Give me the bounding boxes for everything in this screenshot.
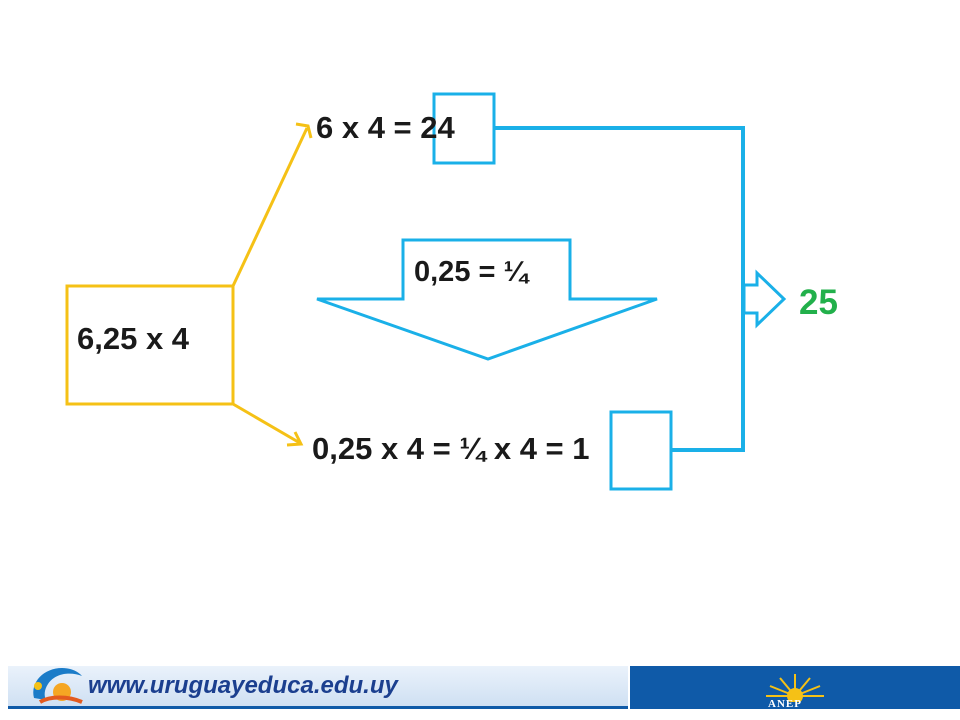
- uruguayeduca-logo-icon: [33, 668, 83, 704]
- anep-logo-text: ANEP: [768, 698, 802, 710]
- arrow-to-bottom-equation: [232, 402, 301, 445]
- fraction-note: 0,25 = ¼: [414, 256, 528, 288]
- down-block-arrow: [316, 238, 658, 361]
- right-block-arrow: [742, 269, 787, 329]
- result-value: 25: [799, 283, 838, 322]
- bottom-equation: 0,25 x 4 = ¼ x 4 = 1: [312, 431, 590, 466]
- highlight-box-1: [609, 410, 673, 491]
- footer-bar: [8, 666, 628, 709]
- arrow-head-top: [295, 122, 313, 139]
- website-url: www.uruguayeduca.edu.uy: [88, 672, 398, 699]
- anep-sun-logo-icon: [766, 674, 824, 702]
- source-expression: 6,25 x 4: [77, 321, 190, 356]
- source-box: [65, 284, 235, 406]
- top-equation: 6 x 4 = 24: [316, 110, 455, 145]
- arrow-head-bottom: [286, 431, 304, 447]
- arrow-to-top-equation: [231, 127, 309, 287]
